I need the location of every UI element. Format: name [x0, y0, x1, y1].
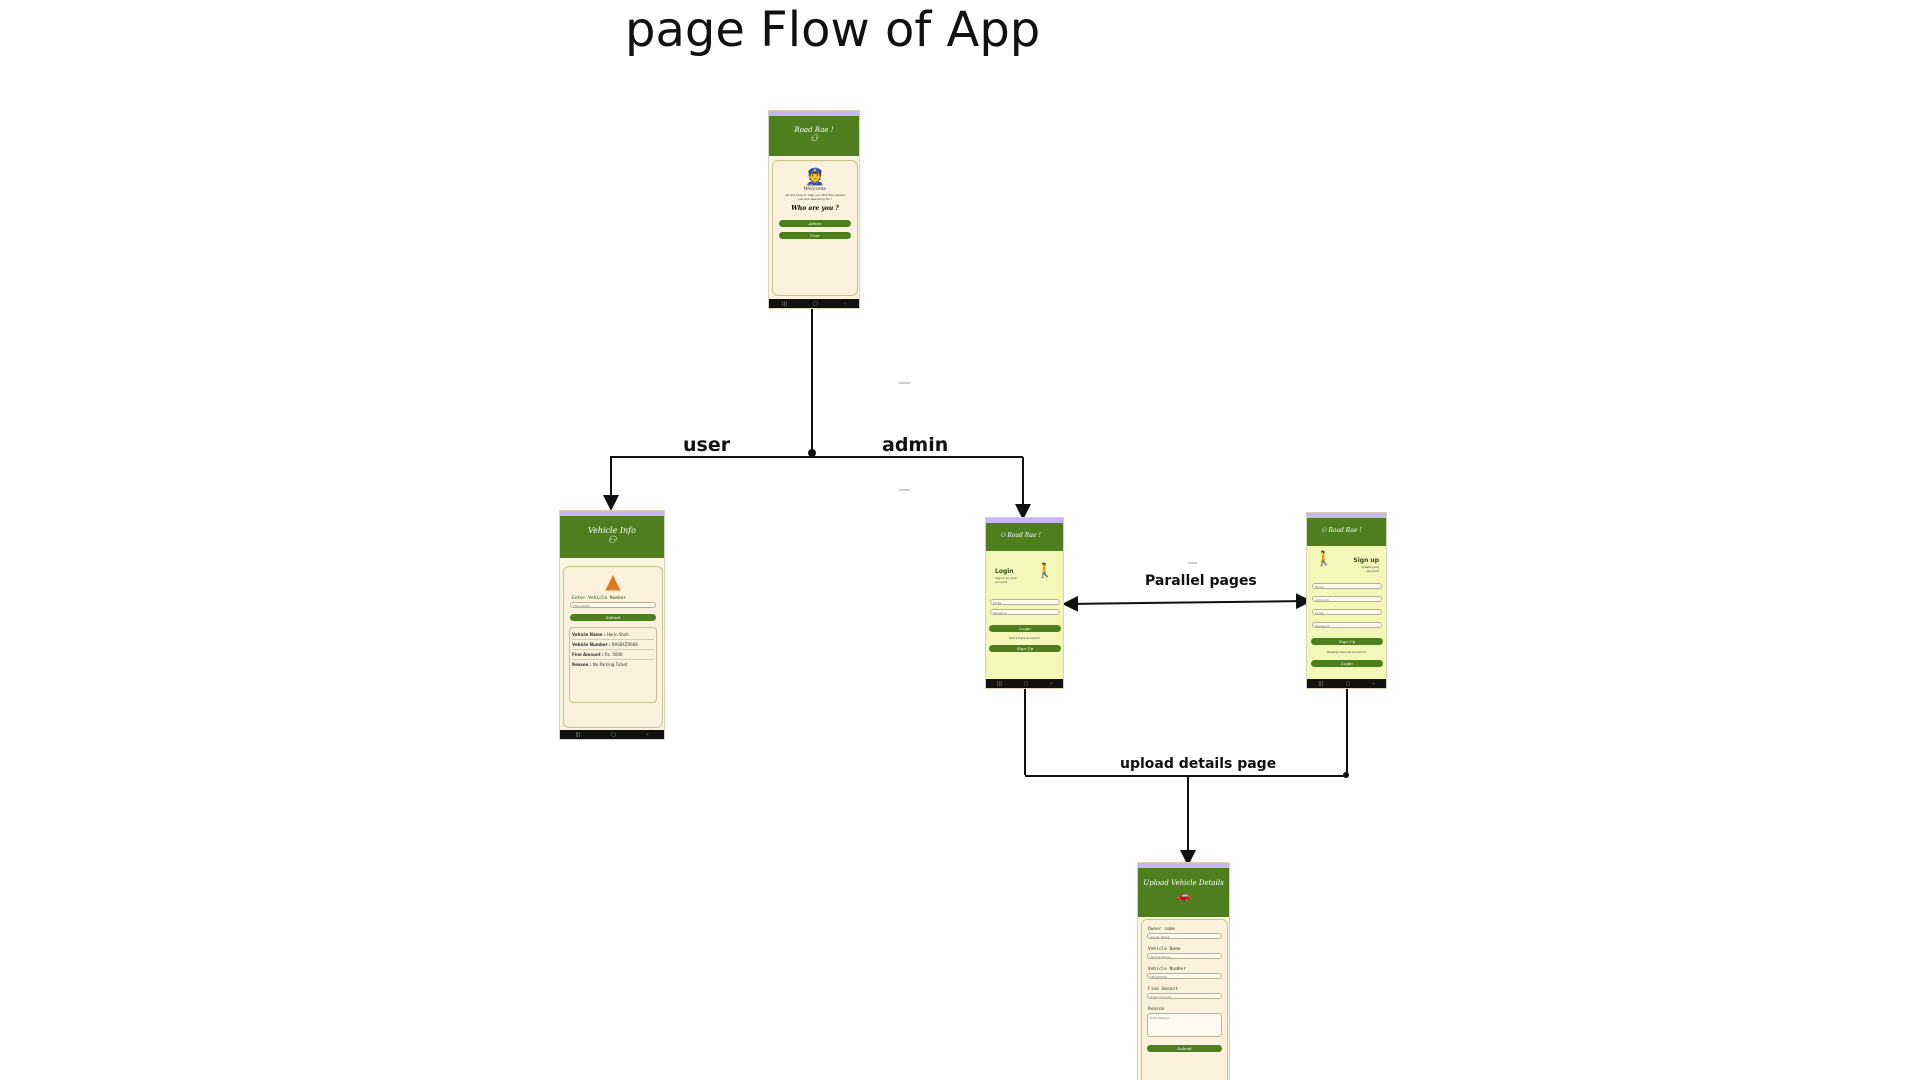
- screen-login: ⚇ Road Rae ! Login Sign in to your accou…: [985, 517, 1064, 689]
- no-account-text: Don't have account?: [1009, 636, 1040, 640]
- vehicle-number-input[interactable]: TN12AT000: [1147, 973, 1222, 979]
- login-app-title: Road Rae !: [1007, 532, 1041, 539]
- detail-row: Reason : No Parking Ticket: [572, 662, 628, 667]
- car-icon: ⚇: [1321, 527, 1327, 534]
- detail-row: Fine Amount : Rs. 5000: [572, 650, 654, 660]
- have-account-text: Already have an account?: [1327, 650, 1366, 654]
- login-heading: Login: [995, 568, 1014, 575]
- traffic-cone-icon: ▲: [605, 569, 621, 593]
- owner-name-label: Owner name: [1148, 927, 1176, 932]
- car-icon: ⚇: [1000, 532, 1006, 539]
- owner-name-input[interactable]: Owner Name: [1147, 933, 1222, 939]
- person-illustration-icon: 🚶: [1315, 551, 1333, 567]
- email-field[interactable]: Email: [990, 599, 1060, 605]
- vehicle-info-title: Vehicle Info: [588, 526, 636, 535]
- screen-upload-details: Upload Vehicle Details 🚗 Owner name Owne…: [1137, 862, 1230, 1080]
- welcome-navbar: |||▢‹: [769, 299, 859, 308]
- login-subtext: Sign in to your account: [995, 576, 1017, 584]
- label-upload-details: upload details page: [1120, 756, 1277, 772]
- admin-id-field[interactable]: Admin ID: [1312, 596, 1382, 602]
- signup-navbar: |||▢‹: [1307, 679, 1386, 688]
- vehicle-name-input[interactable]: Vehicle Name: [1147, 953, 1222, 959]
- fine-amount-label: Fine Amount: [1148, 987, 1178, 992]
- connector-parallel-arrow: [1062, 593, 1312, 612]
- label-parallel-pages: Parallel pages: [1145, 573, 1257, 589]
- submit-button[interactable]: Submit: [570, 614, 656, 621]
- signup-submit-button[interactable]: Sign Up: [1311, 638, 1383, 645]
- login-appbar: ⚇ Road Rae !: [986, 523, 1063, 551]
- vehicle-number-label: Enter Vehicle Number: [572, 596, 627, 601]
- detail-row: Vehicle Number : RAS04ZX686: [572, 640, 654, 650]
- screen-vehicle-info: Vehicle Info ⚇ ▲ Enter Vehicle Number TN…: [559, 510, 665, 740]
- reason-input[interactable]: Enter Reason: [1147, 1013, 1222, 1037]
- vehicle-number-input[interactable]: TN12AT000: [570, 602, 656, 608]
- email-field[interactable]: Email: [1312, 609, 1382, 615]
- reason-label: Reason: [1148, 1007, 1165, 1012]
- password-field[interactable]: Password: [1312, 622, 1382, 628]
- avatar-icon: 👮: [805, 167, 825, 186]
- screen-welcome: Road Rae ! ⚇ 👮 Welcome we are here to he…: [768, 110, 860, 309]
- signup-app-title: Road Rae !: [1328, 527, 1362, 534]
- label-user: user: [683, 434, 731, 456]
- welcome-heading: Welcome: [803, 186, 827, 192]
- fine-amount-input[interactable]: Enter Amount: [1147, 993, 1222, 999]
- welcome-subtext: we are here to help you find the vehicle…: [785, 193, 845, 201]
- welcome-app-title: Road Rae !: [794, 126, 834, 134]
- welcome-appbar: Road Rae ! ⚇: [769, 116, 859, 156]
- person-illustration-icon: 🚶: [1036, 563, 1054, 579]
- login-navbar: |||▢‹: [986, 679, 1063, 688]
- vehicle-info-card: ▲ Enter Vehicle Number TN12AT000 Submit …: [563, 566, 663, 728]
- diagram-title: page Flow of App: [625, 2, 1041, 58]
- name-field[interactable]: Name: [1312, 583, 1382, 589]
- vehicle-info-appbar: Vehicle Info ⚇: [560, 516, 664, 558]
- car-icon: ⚇: [607, 535, 617, 546]
- upload-title: Upload Vehicle Details: [1143, 879, 1224, 887]
- welcome-question: Who are you ?: [791, 205, 839, 212]
- vehicle-info-navbar: |||▢‹: [560, 730, 664, 739]
- signup-button[interactable]: Sign Up: [989, 645, 1061, 652]
- user-button[interactable]: User: [779, 232, 851, 239]
- upload-card: Owner name Owner Name Vehicle Name Vehic…: [1141, 919, 1228, 1080]
- vehicle-number-label: Vehicle Number: [1148, 967, 1186, 972]
- signup-appbar: ⚇ Road Rae !: [1307, 518, 1386, 546]
- vehicle-details-panel: Vehicle Name : Harin Shah Vehicle Number…: [569, 627, 657, 703]
- car-icon: ⚇: [809, 134, 819, 144]
- screen-signup: ⚇ Road Rae ! 🚶 Sign up Create your accou…: [1306, 512, 1387, 689]
- signup-heading: Sign up: [1353, 557, 1379, 564]
- upload-appbar: Upload Vehicle Details 🚗: [1138, 868, 1229, 917]
- branch-dot: [808, 449, 816, 457]
- upload-submit-button[interactable]: Submit: [1147, 1045, 1222, 1052]
- login-button[interactable]: Login: [989, 625, 1061, 632]
- detail-row: Vehicle Name : Harin Shah: [572, 630, 654, 640]
- admin-button[interactable]: Admin: [779, 220, 851, 227]
- signup-subtext: Create your account: [1361, 565, 1379, 573]
- welcome-card: 👮 Welcome we are here to help you find t…: [772, 160, 858, 296]
- car-illustration-icon: 🚗: [1176, 889, 1191, 902]
- password-field[interactable]: Password: [990, 609, 1060, 615]
- vehicle-name-label: Vehicle Name: [1148, 947, 1181, 952]
- login-link-button[interactable]: Login: [1311, 660, 1383, 667]
- label-admin: admin: [882, 434, 949, 456]
